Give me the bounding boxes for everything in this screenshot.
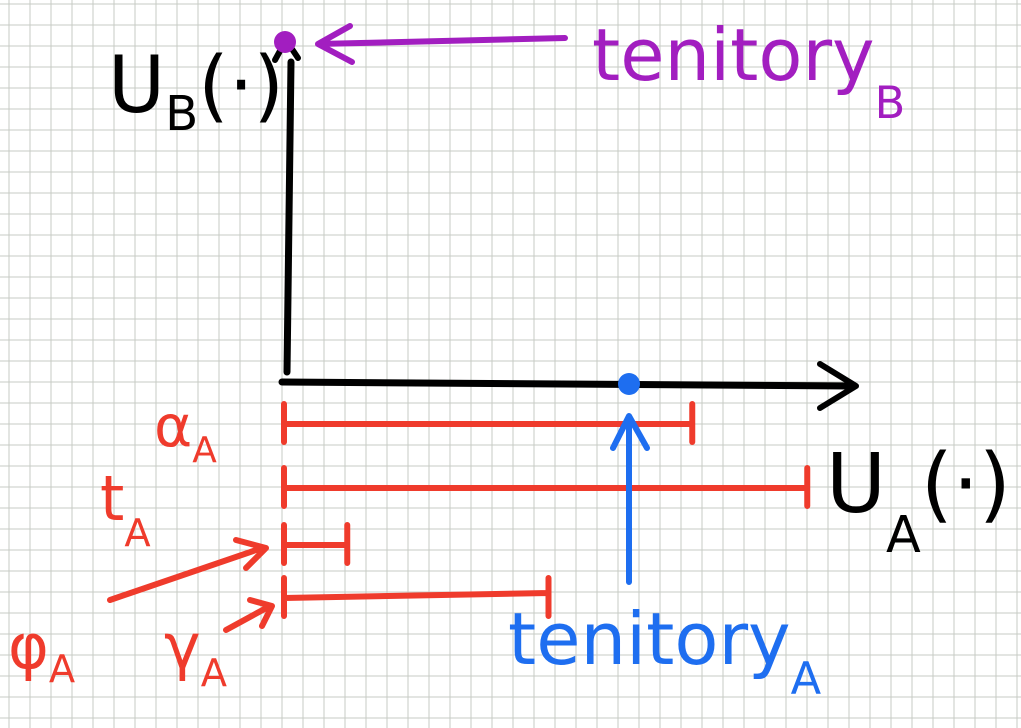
- phi-a-label: φA: [8, 610, 75, 692]
- territory-b-arrow: [315, 23, 568, 65]
- gamma-a-interval: [281, 575, 552, 619]
- gamma-a-label: γA: [164, 610, 227, 696]
- y-axis: [283, 58, 295, 376]
- x-axis-label: UA(·): [826, 437, 1011, 564]
- t-a-interval: [281, 465, 811, 509]
- territory-a-annotation: tenitoryA: [508, 373, 822, 705]
- axes: [272, 37, 859, 411]
- phi-a-interval: [281, 522, 351, 566]
- territory-b-annotation: tenitoryB: [274, 13, 905, 129]
- t-a-label: tA: [100, 462, 151, 556]
- territory-a-label: tenitoryA: [508, 597, 822, 705]
- territory-a-point: [618, 373, 640, 395]
- gamma-a-interval-bar: [281, 575, 552, 619]
- phi-a-pointer-arrow: [107, 537, 269, 603]
- y-axis-label: UB(·): [108, 41, 284, 142]
- interval-bars: [281, 401, 811, 619]
- gamma-a-pointer-arrow: [223, 597, 275, 633]
- x-axis-arrowhead: [817, 361, 859, 411]
- phi-a-interval-bar: [281, 522, 351, 566]
- territory-a-arrow: [610, 413, 650, 585]
- alpha-a-label: αA: [154, 392, 217, 471]
- territory-b-point: [274, 31, 296, 53]
- x-axis: [278, 378, 856, 390]
- territory-b-label: tenitoryB: [592, 13, 905, 129]
- t-a-interval-bar: [281, 465, 811, 509]
